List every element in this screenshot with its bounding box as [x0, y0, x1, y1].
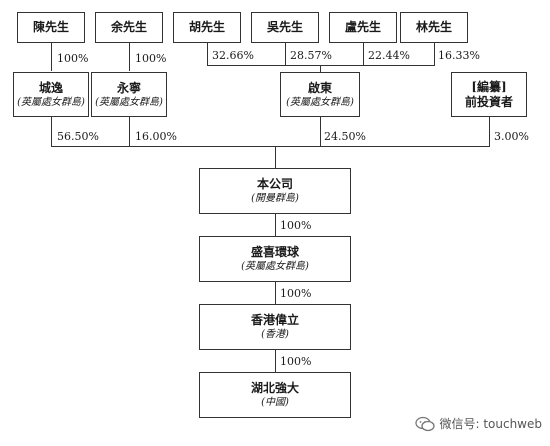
person-name: 吳先生: [266, 20, 303, 34]
holder-box-investor: [編纂] 前投資者: [451, 72, 527, 117]
holder-name: 啟東: [307, 80, 332, 95]
person-name: 陳先生: [32, 20, 69, 34]
person-box-chen: 陳先生: [17, 12, 85, 43]
person-box-yu: 余先生: [95, 12, 163, 43]
pct-lin: 16.33%: [438, 49, 480, 62]
line-holders-bar: [51, 146, 490, 147]
shengxi-jurisdiction: (英屬處女群島): [241, 261, 309, 272]
holder-jurisdiction: (英屬處女群島): [286, 96, 354, 108]
holder-name-line2: 前投資者: [464, 94, 513, 109]
holder-box-qidong: 啟東 (英屬處女群島): [280, 72, 360, 117]
line-persons-bar: [207, 65, 435, 66]
pct-chen: 100%: [57, 52, 89, 65]
line-qidong-down: [320, 117, 321, 146]
company-box: 本公司 (開曼群島): [199, 168, 351, 214]
person-box-wu: 吳先生: [251, 12, 319, 43]
pct-hk-hubei: 100%: [280, 355, 312, 368]
hubei-jurisdiction: (中國): [261, 397, 289, 408]
line-wu: [285, 43, 286, 65]
pct-company-shengxi: 100%: [280, 219, 312, 232]
line-hk-hubei: [275, 350, 276, 372]
holder-jurisdiction: (英屬處女群島): [17, 96, 85, 108]
holder-name: 城逸: [38, 80, 63, 95]
person-name: 林先生: [415, 20, 452, 34]
line-yu-yongning: [129, 43, 130, 71]
pct-chengyi: 56.50%: [57, 130, 99, 143]
line-lin: [434, 43, 435, 65]
hk-weili-name: 香港偉立: [250, 313, 299, 327]
company-jurisdiction: (開曼群島): [251, 193, 299, 204]
watermark-text: 微信号: touchweb: [439, 417, 542, 431]
line-chengyi-down: [51, 117, 52, 146]
holder-name: [編纂]: [471, 79, 507, 94]
watermark: 微信号: touchweb: [415, 415, 542, 432]
person-name: 余先生: [110, 20, 147, 34]
line-hu: [207, 43, 208, 65]
pct-shengxi-hk: 100%: [280, 287, 312, 300]
holder-name: 永寧: [116, 80, 141, 95]
hubei-name: 湖北強大: [250, 381, 299, 395]
shengxi-box: 盛喜環球 (英屬處女群島): [199, 236, 351, 282]
holder-box-yongning: 永寧 (英屬處女群島): [91, 72, 167, 117]
hk-weili-box: 香港偉立 (香港): [199, 304, 351, 350]
line-chen-chengyi: [51, 43, 52, 71]
wechat-icon: [415, 416, 436, 431]
pct-qidong: 24.50%: [324, 130, 366, 143]
pct-lu: 22.44%: [368, 49, 410, 62]
pct-wu: 28.57%: [290, 49, 332, 62]
person-box-lin: 林先生: [400, 12, 468, 43]
line-bar-qidong: [320, 65, 321, 72]
pct-investor: 3.00%: [494, 130, 529, 143]
pct-yu: 100%: [135, 52, 167, 65]
person-box-lu: 盧先生: [329, 12, 397, 43]
person-name: 胡先生: [188, 20, 225, 34]
line-investor-down: [489, 117, 490, 146]
line-yongning-down: [129, 117, 130, 146]
hubei-box: 湖北強大 (中國): [199, 372, 351, 418]
pct-yongning: 16.00%: [135, 130, 177, 143]
company-name: 本公司: [256, 177, 293, 191]
line-lu: [363, 43, 364, 65]
line-shengxi-hk: [275, 282, 276, 304]
hk-weili-jurisdiction: (香港): [261, 329, 289, 340]
person-name: 盧先生: [344, 20, 381, 34]
line-bar-company: [275, 146, 276, 168]
shengxi-name: 盛喜環球: [250, 245, 299, 259]
holder-jurisdiction: (英屬處女群島): [95, 96, 163, 108]
pct-hu: 32.66%: [212, 49, 254, 62]
line-company-shengxi: [275, 214, 276, 236]
person-box-hu: 胡先生: [173, 12, 241, 43]
holder-box-chengyi: 城逸 (英屬處女群島): [13, 72, 89, 117]
